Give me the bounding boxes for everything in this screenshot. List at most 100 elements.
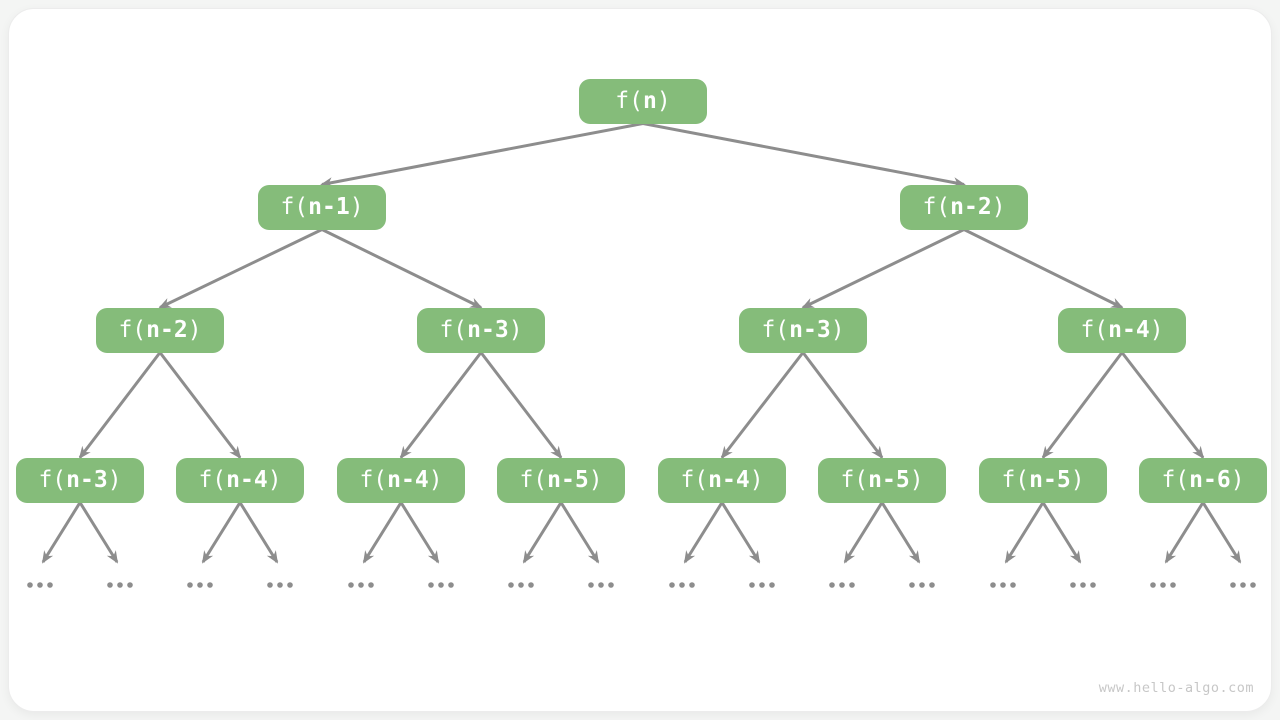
ellipsis-dots — [749, 582, 775, 588]
edge-arrow — [963, 228, 1124, 309]
edge-arrow — [238, 501, 279, 564]
node-label-arg: n-3 — [66, 466, 108, 493]
ellipsis-dots — [990, 582, 1016, 588]
node-label-post: ) — [267, 466, 282, 493]
tree-node: f(n-3) — [417, 307, 545, 353]
node-label-arg: n-4 — [387, 466, 429, 493]
node-label-arg: n-5 — [868, 466, 910, 493]
edge-arrow — [801, 351, 884, 460]
node-label-pre: f( — [1161, 466, 1190, 493]
ellipsis-dots — [187, 582, 213, 588]
node-label-arg: n-6 — [1189, 466, 1231, 493]
tree-node: f(n-3) — [16, 457, 144, 503]
node-label-arg: n-5 — [1029, 466, 1071, 493]
node-label-arg: n-1 — [308, 193, 350, 220]
edge-arrow — [1120, 351, 1205, 459]
node-label-pre: f( — [519, 466, 548, 493]
ellipsis-dots — [508, 582, 534, 588]
node-label-arg: n-5 — [547, 466, 589, 493]
edge-arrow — [479, 351, 563, 460]
node-label-post: ) — [991, 193, 1006, 220]
node-label-pre: f( — [38, 466, 67, 493]
node-label-post: ) — [749, 466, 764, 493]
edge-arrow — [320, 122, 644, 188]
edge-arrow — [720, 351, 805, 459]
node-label-post: ) — [428, 466, 443, 493]
tree-node: f(n-6) — [1139, 457, 1267, 503]
ellipsis-dots — [588, 582, 614, 588]
node-label-pre: f( — [359, 466, 388, 493]
node-label-post: ) — [1070, 466, 1085, 493]
node-label-pre: f( — [1080, 316, 1109, 343]
edge-arrow — [843, 501, 884, 564]
edge-arrow — [1004, 501, 1045, 564]
tree-node: f(n-5) — [818, 457, 946, 503]
node-label-post: ) — [187, 316, 202, 343]
edge-arrow — [1041, 351, 1124, 460]
edge-arrow — [559, 501, 600, 564]
ellipsis-dots — [107, 582, 133, 588]
node-label-post: ) — [909, 466, 924, 493]
edge-arrow — [1164, 501, 1205, 564]
ellipsis-dots — [829, 582, 855, 588]
tree-node: f(n-2) — [96, 307, 224, 353]
tree-node: f(n) — [579, 78, 707, 124]
tree-node: f(n-3) — [739, 307, 867, 353]
tree-node: f(n-4) — [176, 457, 304, 503]
edge-arrow — [399, 351, 483, 460]
node-label-pre: f( — [280, 193, 309, 220]
node-label-post: ) — [588, 466, 603, 493]
node-label-pre: f( — [680, 466, 709, 493]
node-label-pre: f( — [761, 316, 790, 343]
edge-arrow — [362, 501, 403, 564]
edge-arrow — [158, 351, 242, 460]
node-label-post: ) — [349, 193, 364, 220]
node-label-post: ) — [830, 316, 845, 343]
node-label-arg: n-2 — [146, 316, 188, 343]
edge-arrow — [78, 501, 119, 564]
watermark-text: www.hello-algo.com — [1098, 680, 1254, 696]
ellipsis-dots — [1150, 582, 1176, 588]
edge-arrow — [880, 501, 921, 564]
edge-arrow — [321, 228, 483, 309]
edge-arrow — [158, 228, 323, 309]
edge-arrow — [642, 122, 966, 188]
tree-node: f(n-4) — [337, 457, 465, 503]
tree-node: f(n-5) — [497, 457, 625, 503]
node-label-post: ) — [508, 316, 523, 343]
tree-node: f(n-2) — [900, 184, 1028, 230]
ellipsis-dots — [428, 582, 454, 588]
node-label-arg: n-4 — [1108, 316, 1150, 343]
edge-arrow — [1041, 501, 1082, 564]
ellipsis-dots — [669, 582, 695, 588]
node-label-arg: n-2 — [950, 193, 992, 220]
edge-arrow — [522, 501, 563, 564]
node-label-arg: n-3 — [789, 316, 831, 343]
node-label-pre: f( — [840, 466, 869, 493]
edge-arrow — [801, 228, 965, 309]
ellipsis-dots — [348, 582, 374, 588]
node-label-arg: n-4 — [226, 466, 268, 493]
node-label-arg: n-4 — [708, 466, 750, 493]
tree-node: f(n-5) — [979, 457, 1107, 503]
node-label-arg: n — [642, 87, 657, 114]
node-label-pre: f( — [922, 193, 951, 220]
ellipsis-dots — [1230, 582, 1256, 588]
node-label-post: ) — [107, 466, 122, 493]
tree-node: f(n-4) — [1058, 307, 1186, 353]
node-label-pre: f( — [615, 87, 643, 114]
edge-arrow — [78, 351, 162, 460]
edge-arrow — [399, 501, 440, 564]
node-label-pre: f( — [1001, 466, 1030, 493]
node-label-post: ) — [1149, 316, 1164, 343]
tree-node: f(n-1) — [258, 184, 386, 230]
node-label-post: ) — [1230, 466, 1245, 493]
node-label-pre: f( — [118, 316, 147, 343]
node-label-pre: f( — [439, 316, 468, 343]
ellipsis-dots — [267, 582, 293, 588]
edge-arrow — [41, 501, 82, 564]
edge-arrow — [1201, 501, 1242, 564]
